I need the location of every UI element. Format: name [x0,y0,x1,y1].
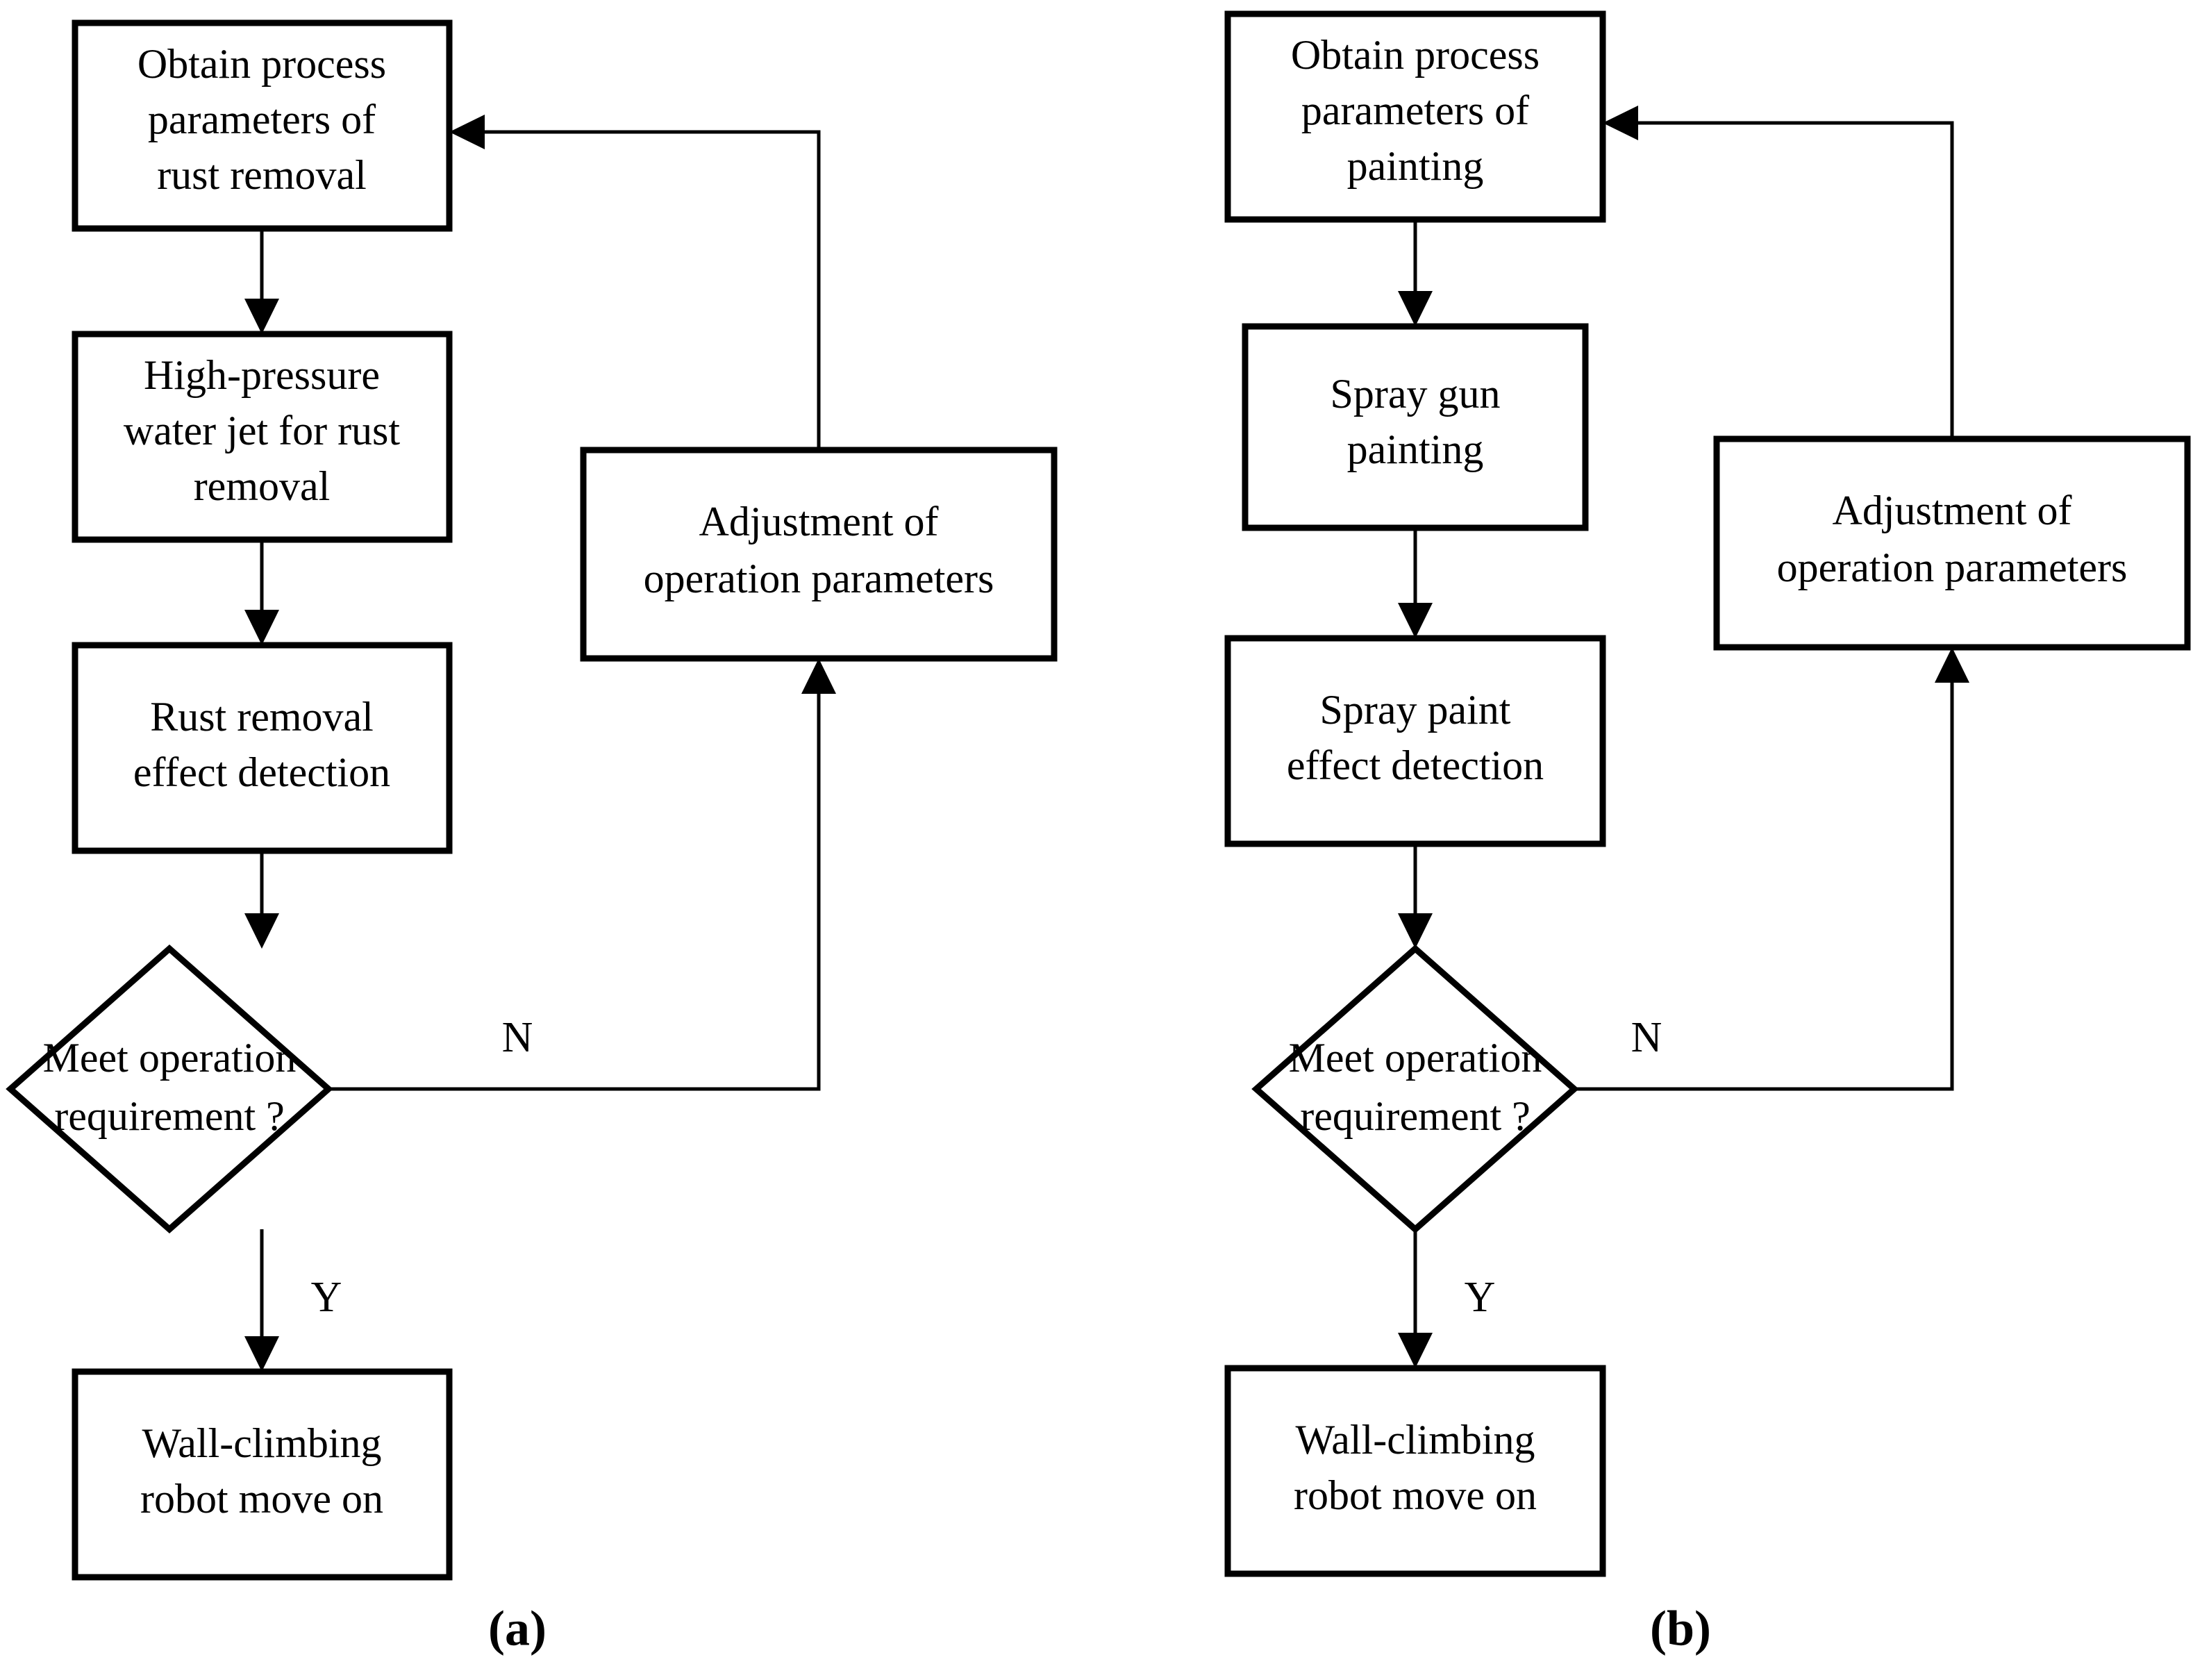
arrowhead-left [1603,106,1638,140]
arrowhead-up [801,658,836,694]
panel-caption-a: (a) [488,1601,547,1656]
node-end-a-line1: Wall-climbing [142,1420,381,1466]
edge-label-no-a: N [502,1014,533,1061]
arrowhead-down [1398,1333,1433,1368]
node-adjust-a-line2: operation parameters [644,556,994,601]
node-start-b-line1: Obtain process [1291,32,1540,78]
node-adjust-b-shape[interactable] [1713,435,2191,651]
arrowhead-down [244,610,279,645]
node-start-a-shape[interactable] [72,19,453,232]
node-decision-a[interactable]: Meet operation requirement ? [6,944,333,1234]
node-action-b[interactable]: Spray gun painting [1242,323,1589,531]
node-end-a-shape[interactable] [72,1368,453,1581]
node-action-a-line2: water jet for rust [124,408,401,454]
node-detect-a-shape[interactable] [72,642,453,854]
node-decision-b[interactable]: Meet operation requirement ? [1251,944,1579,1234]
node-action-a[interactable]: High-pressure water jet for rust removal [72,331,453,543]
node-action-a-line1: High-pressure [144,352,380,398]
connector-adjust-to-start-a [449,115,821,450]
connector-decision-no-to-adjust-b: N [1574,647,1969,1091]
arrowhead-down [244,1336,279,1372]
node-decision-b-shape[interactable] [1251,944,1579,1234]
arrowhead-down [1398,913,1433,949]
panel-a: Obtain process parameters of rust remova… [6,19,1058,1656]
node-end-b-line1: Wall-climbing [1295,1417,1535,1463]
node-adjust-a-shape[interactable] [580,447,1058,662]
node-start-b[interactable]: Obtain process parameters of painting [1224,10,1606,223]
node-detect-b-shape[interactable] [1224,635,1606,847]
node-start-a-line1: Obtain process [137,41,386,87]
node-action-a-shape[interactable] [72,331,453,543]
connector-detect-to-decision-b [1398,844,1433,949]
arrowhead-down [1398,291,1433,326]
edge-label-no-b: N [1631,1014,1662,1061]
node-decision-b-line2: requirement ? [1300,1093,1531,1139]
node-end-a-line2: robot move on [140,1476,383,1522]
connector-decision-yes-to-end-a: Y [244,1229,342,1372]
node-end-a[interactable]: Wall-climbing robot move on [72,1368,453,1581]
node-end-b-shape[interactable] [1224,1365,1606,1577]
node-detect-a-line1: Rust removal [150,694,374,740]
node-start-b-line2: parameters of [1301,88,1529,133]
node-adjust-a-line1: Adjustment of [699,499,939,544]
arrowhead-up [1935,647,1969,683]
node-adjust-b-line2: operation parameters [1777,544,2128,590]
arrowhead-down [244,299,279,334]
node-action-a-line3: removal [194,463,331,509]
node-start-b-line3: painting [1347,143,1484,189]
arrowhead-down [1398,603,1433,638]
arrowhead-left [449,115,485,149]
node-detect-a[interactable]: Rust removal effect detection [72,642,453,854]
connector-decision-yes-to-end-b: Y [1398,1229,1495,1368]
node-decision-a-line2: requirement ? [54,1093,285,1139]
node-start-a[interactable]: Obtain process parameters of rust remova… [72,19,453,232]
node-detect-a-line2: effect detection [133,749,390,795]
node-start-a-line3: rust removal [157,152,367,198]
node-decision-a-shape[interactable] [6,944,333,1234]
node-detect-b-line1: Spray paint [1320,687,1511,733]
node-detect-b-line2: effect detection [1287,742,1544,788]
connector-action-to-detect-a [244,540,279,645]
edge-label-yes-a: Y [311,1274,342,1321]
node-decision-b-line1: Meet operation [1289,1035,1542,1081]
arrowhead-down [244,913,279,949]
node-end-b[interactable]: Wall-climbing robot move on [1224,1365,1606,1577]
node-action-b-line2: painting [1347,426,1484,472]
connector-adjust-to-start-b [1603,106,1954,439]
node-adjust-b-line1: Adjustment of [1833,488,2072,533]
node-adjust-a[interactable]: Adjustment of operation parameters [580,447,1058,662]
edge-label-yes-b: Y [1465,1274,1496,1321]
node-adjust-b[interactable]: Adjustment of operation parameters [1713,435,2191,651]
node-decision-a-line1: Meet operation [43,1035,297,1081]
node-action-b-line1: Spray gun [1331,371,1501,417]
node-end-b-line2: robot move on [1294,1472,1537,1518]
connector-detect-to-decision-a [244,851,279,949]
connector-start-to-action-a [244,228,279,334]
connector-action-to-detect-b [1398,528,1433,638]
connector-decision-no-to-adjust-a: N [328,658,836,1091]
panel-b: Obtain process parameters of painting Sp… [1224,10,2191,1656]
connector-start-to-action-b [1398,219,1433,326]
node-detect-b[interactable]: Spray paint effect detection [1224,635,1606,847]
node-start-a-line2: parameters of [148,97,376,142]
panel-caption-b: (b) [1650,1601,1711,1656]
